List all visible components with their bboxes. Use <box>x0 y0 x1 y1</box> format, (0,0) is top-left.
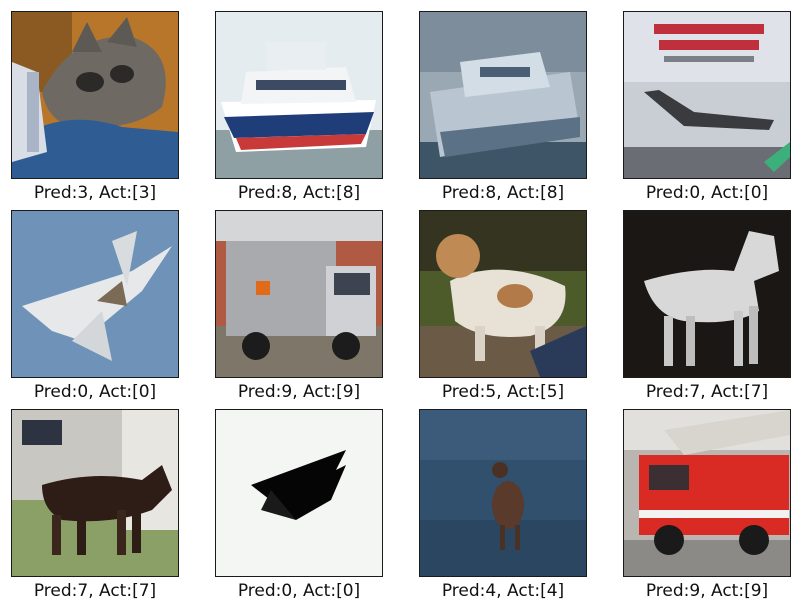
image-caption: Pred:0, Act:[0] <box>237 581 361 601</box>
image-caption: Pred:8, Act:[8] <box>441 183 565 203</box>
image-frame <box>419 11 587 179</box>
image-frame <box>419 409 587 577</box>
image-caption: Pred:0, Act:[0] <box>645 183 769 203</box>
airplane-image <box>216 410 382 576</box>
airplane-image <box>12 211 178 377</box>
truck-image <box>216 211 382 377</box>
image-frame <box>623 210 791 378</box>
image-caption: Pred:9, Act:[9] <box>237 382 361 402</box>
horse-image <box>624 211 790 377</box>
image-frame <box>215 210 383 378</box>
deer-image <box>420 410 586 576</box>
image-frame <box>623 11 791 179</box>
airplane-image <box>624 12 790 178</box>
image-frame <box>11 210 179 378</box>
image-caption: Pred:7, Act:[7] <box>645 382 769 402</box>
image-frame <box>11 11 179 179</box>
image-caption: Pred:0, Act:[0] <box>33 382 157 402</box>
ship-image <box>216 12 382 178</box>
image-frame <box>215 409 383 577</box>
image-frame <box>623 409 791 577</box>
horse-image <box>12 410 178 576</box>
image-caption: Pred:9, Act:[9] <box>645 581 769 601</box>
image-frame <box>215 11 383 179</box>
truck-image <box>624 410 790 576</box>
image-caption: Pred:3, Act:[3] <box>33 183 157 203</box>
image-caption: Pred:7, Act:[7] <box>33 581 157 601</box>
cat-image <box>12 12 178 178</box>
ship-image <box>420 12 586 178</box>
dog-image <box>420 211 586 377</box>
image-caption: Pred:8, Act:[8] <box>237 183 361 203</box>
image-caption: Pred:5, Act:[5] <box>441 382 565 402</box>
image-caption: Pred:4, Act:[4] <box>441 581 565 601</box>
image-frame <box>419 210 587 378</box>
image-frame <box>11 409 179 577</box>
